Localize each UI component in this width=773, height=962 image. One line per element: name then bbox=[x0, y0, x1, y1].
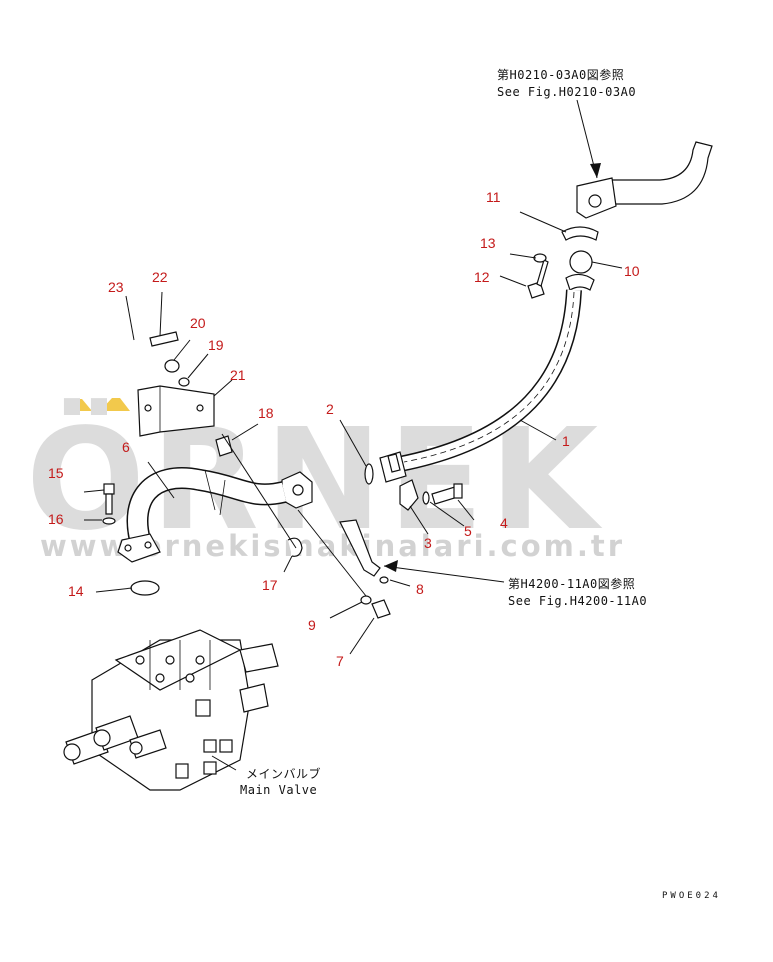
callout-11: 11 bbox=[486, 189, 501, 205]
callout-22: 22 bbox=[152, 269, 168, 285]
main-valve-label-en: Main Valve bbox=[240, 783, 317, 797]
callout-18: 18 bbox=[258, 405, 274, 421]
references: 第H0210-03A0図参照 See Fig.H0210-03A0 第H4200… bbox=[211, 67, 647, 797]
callout-13: 13 bbox=[480, 235, 496, 251]
leader-lines bbox=[83, 99, 623, 655]
callout-4: 4 bbox=[500, 515, 508, 531]
callout-17: 17 bbox=[262, 577, 278, 593]
main-valve-label-jp: メインバルブ bbox=[246, 766, 321, 781]
callout-20: 20 bbox=[190, 315, 206, 331]
main-valve bbox=[63, 629, 279, 791]
callout-7: 7 bbox=[336, 653, 344, 669]
flange-block bbox=[281, 463, 374, 509]
callout-5: 5 bbox=[464, 523, 472, 539]
bolt-15 bbox=[102, 483, 116, 525]
pipe-6 bbox=[117, 467, 287, 563]
ref-top-en: See Fig.H0210-03A0 bbox=[497, 85, 636, 99]
callout-12: 12 bbox=[474, 269, 490, 285]
callout-16: 16 bbox=[48, 511, 64, 527]
callout-9: 9 bbox=[308, 617, 316, 633]
callout-2: 2 bbox=[326, 401, 334, 417]
callout-19: 19 bbox=[208, 337, 224, 353]
watermark-accent-icon bbox=[66, 399, 92, 411]
callouts: 1 2 3 4 5 6 7 8 9 10 11 12 13 14 15 16 1… bbox=[48, 189, 640, 669]
callout-23: 23 bbox=[108, 279, 124, 295]
watermark-accent-icon bbox=[100, 398, 130, 411]
callout-3: 3 bbox=[424, 535, 432, 551]
callout-15: 15 bbox=[48, 465, 64, 481]
callout-1: 1 bbox=[562, 433, 570, 449]
ref-mid-jp: 第H4200-11A0図参照 bbox=[508, 576, 635, 591]
clamp-parts bbox=[399, 479, 463, 511]
hose-1 bbox=[379, 289, 582, 483]
drawing-code: PWOE024 bbox=[662, 891, 721, 901]
upper-pipe-assembly bbox=[527, 141, 713, 299]
callout-8: 8 bbox=[416, 581, 424, 597]
callout-14: 14 bbox=[68, 583, 84, 599]
callout-21: 21 bbox=[230, 367, 246, 383]
lower-fitting bbox=[339, 519, 391, 619]
watermark: ÖRNEK www.ornekismakinalari.com.tr bbox=[26, 397, 622, 563]
bracket-21 bbox=[137, 331, 233, 457]
callout-6: 6 bbox=[122, 439, 130, 455]
callout-10: 10 bbox=[624, 263, 640, 279]
ref-mid-en: See Fig.H4200-11A0 bbox=[508, 594, 647, 608]
o-ring-10 bbox=[569, 250, 593, 274]
o-ring-14 bbox=[130, 580, 160, 596]
ref-top-jp: 第H0210-03A0図参照 bbox=[497, 67, 624, 82]
